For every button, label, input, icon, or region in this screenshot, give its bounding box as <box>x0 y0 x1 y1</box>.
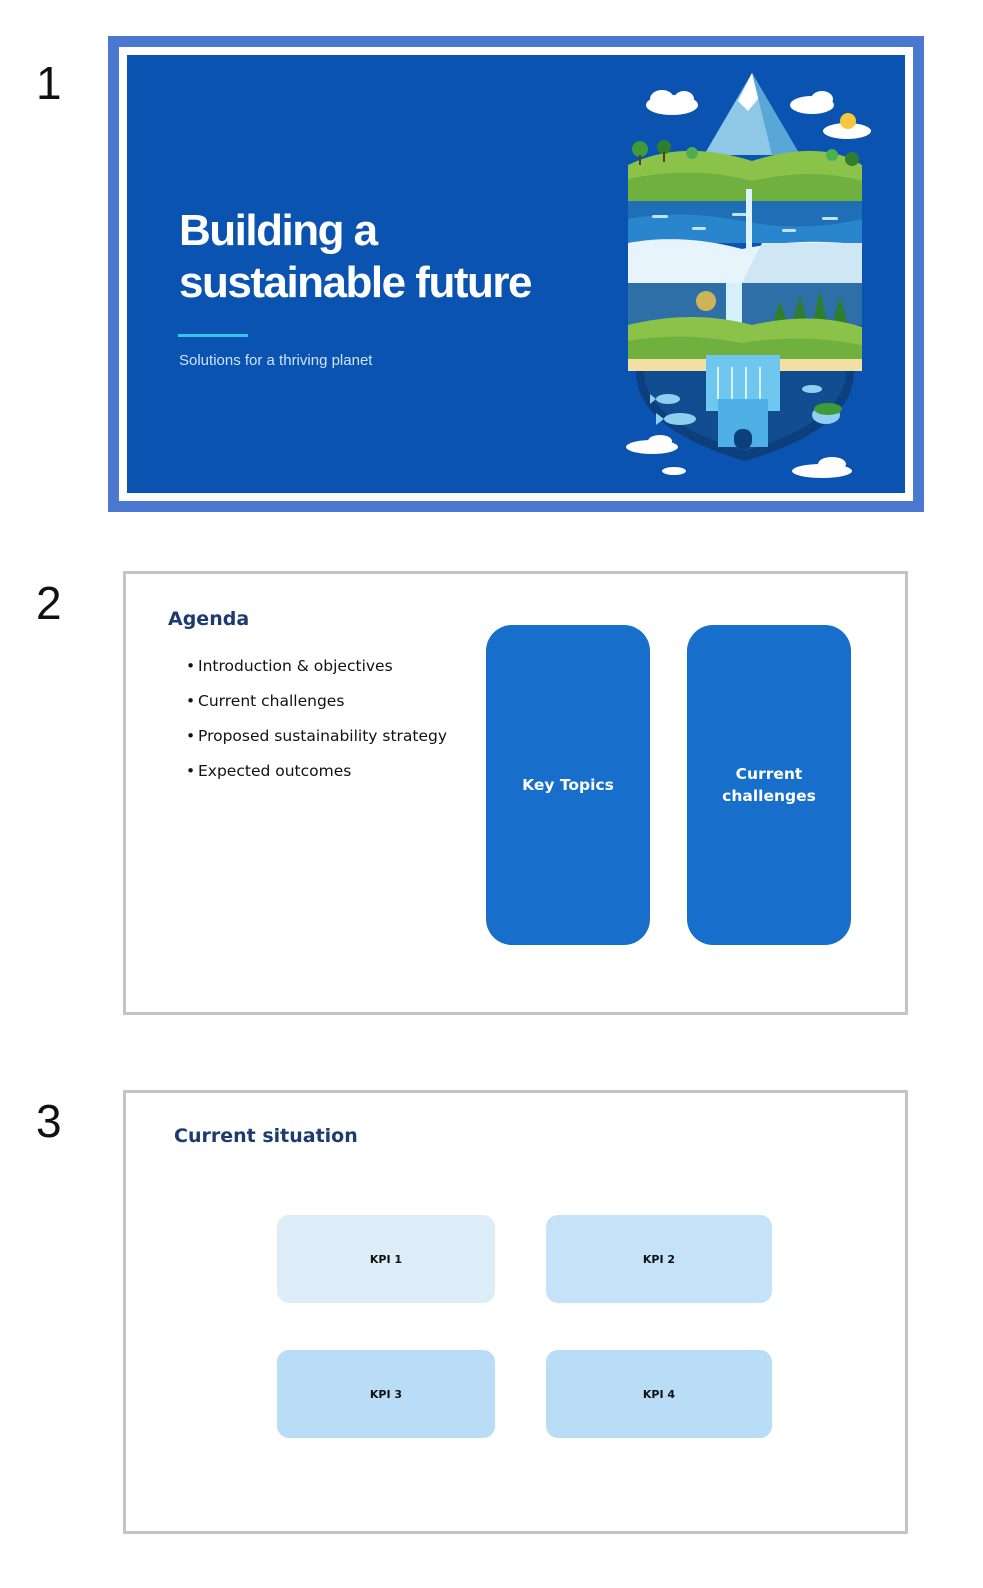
slide1-title-line2: sustainable future <box>179 258 532 307</box>
slide-thumbnail-1[interactable]: Building a sustainable future Solutions … <box>108 36 924 512</box>
agenda-item: •Current challenges <box>186 691 447 726</box>
bullet-icon: • <box>186 657 196 675</box>
agenda-item-text: Current challenges <box>198 692 345 710</box>
agenda-list: •Introduction & objectives •Current chal… <box>186 656 447 796</box>
slide1-title: Building a sustainable future <box>179 205 619 309</box>
kpi-card-label: KPI 2 <box>642 1252 676 1266</box>
slide-number-1: 1 <box>36 57 62 109</box>
slide1-accent-line <box>178 334 248 337</box>
slide1-canvas: Building a sustainable future Solutions … <box>127 55 905 493</box>
current-challenges-card-label: Current challenges <box>722 765 816 805</box>
slide-number-3: 3 <box>36 1095 62 1147</box>
kpi-card-3: KPI 3 <box>277 1350 495 1438</box>
slide-thumbnail-2[interactable]: Agenda •Introduction & objectives •Curre… <box>123 571 908 1015</box>
nature-shield-illustration-icon <box>626 73 871 478</box>
kpi-card-label: KPI 3 <box>369 1387 403 1401</box>
agenda-item-text: Introduction & objectives <box>198 657 393 675</box>
slide1-title-line1: Building a <box>179 206 378 255</box>
slide-thumbnail-3[interactable]: Current situation KPI 1 KPI 2 KPI 3 KPI … <box>123 1090 908 1534</box>
kpi-card-label: KPI 4 <box>642 1387 676 1401</box>
kpi-card-2: KPI 2 <box>546 1215 772 1303</box>
bullet-icon: • <box>186 692 196 710</box>
kpi-card-4: KPI 4 <box>546 1350 772 1438</box>
agenda-item: •Proposed sustainability strategy <box>186 726 447 761</box>
bullet-icon: • <box>186 762 196 780</box>
agenda-item-text: Expected outcomes <box>198 762 352 780</box>
slide-number-2: 2 <box>36 577 62 629</box>
slide1-subtitle: Solutions for a thriving planet <box>179 352 373 369</box>
key-topics-card: Key Topics <box>486 625 650 945</box>
current-challenges-card: Current challenges <box>687 625 851 945</box>
agenda-item: •Expected outcomes <box>186 761 447 796</box>
key-topics-card-label: Key Topics <box>522 776 614 794</box>
slide3-title: Current situation <box>174 1125 358 1147</box>
slide2-title: Agenda <box>168 608 250 630</box>
kpi-card-label: KPI 1 <box>369 1252 403 1266</box>
kpi-card-1: KPI 1 <box>277 1215 495 1303</box>
agenda-item: •Introduction & objectives <box>186 656 447 691</box>
bullet-icon: • <box>186 727 196 745</box>
agenda-item-text: Proposed sustainability strategy <box>198 727 448 745</box>
